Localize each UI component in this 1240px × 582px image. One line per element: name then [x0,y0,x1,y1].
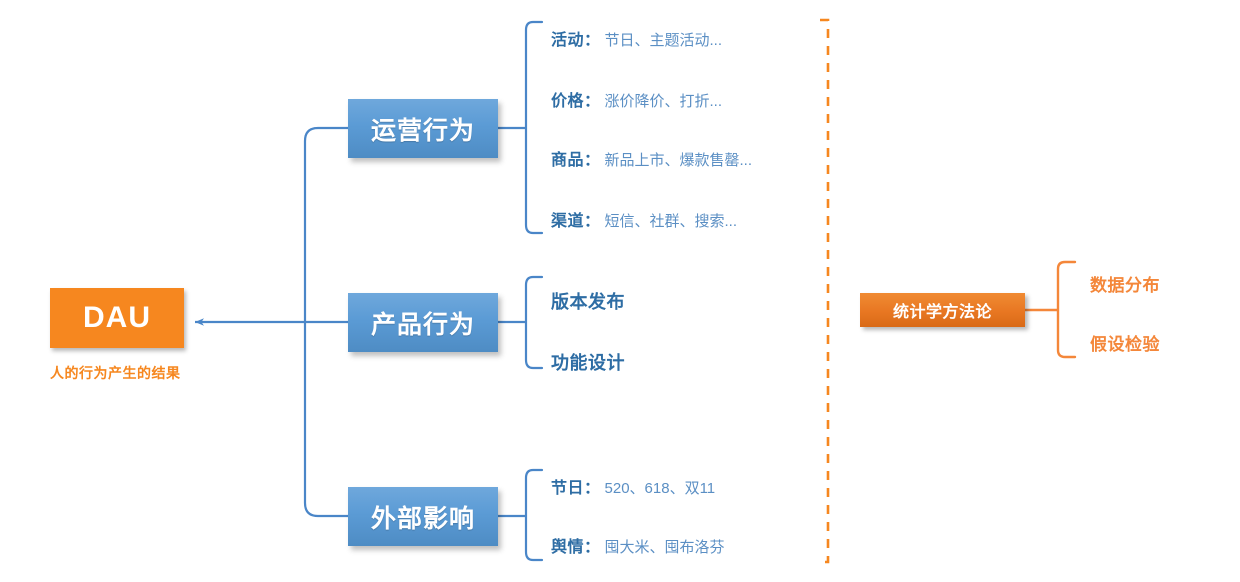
node-branch-product[interactable]: 产品行为 [348,293,498,352]
leaf-value: 短信、社群、搜索... [604,213,738,230]
leaf-key: 渠道： [551,213,601,230]
leaf-value: 新品上市、爆款售罄... [604,152,753,169]
leaf-value: 520、618、双11 [604,480,716,497]
leaf-key: 价格： [551,93,601,110]
leaf-item[interactable]: 价格：涨价降价、打折... [551,94,722,110]
node-branch-external-label: 外部影响 [370,504,475,533]
leaf-item[interactable]: 活动：节日、主题活动... [551,33,722,49]
leaf-item-data-distribution[interactable]: 数据分布 [1090,276,1160,295]
node-dau[interactable]: DAU [50,288,184,348]
leaf-item[interactable]: 功能设计 [551,353,625,373]
leaf-key: 商品： [551,152,601,169]
leaf-item[interactable]: 版本发布 [551,292,625,312]
leaf-item[interactable]: 节日：520、618、双11 [551,481,715,497]
node-branch-external[interactable]: 外部影响 [348,487,498,546]
node-dau-label: DAU [83,301,151,334]
leaf-key: 舆情： [551,539,601,556]
leaf-item[interactable]: 渠道：短信、社群、搜索... [551,214,737,230]
leaf-value: 涨价降价、打折... [604,93,723,110]
node-branch-product-label: 产品行为 [370,310,475,339]
leaf-value: 节日、主题活动... [604,32,723,49]
node-branch-operations[interactable]: 运营行为 [348,99,498,158]
node-branch-operations-label: 运营行为 [370,116,475,145]
leaf-key: 活动： [551,32,601,49]
leaf-value: 囤大米、囤布洛芬 [604,539,725,556]
node-statistics-methodology[interactable]: 统计学方法论 [860,293,1025,327]
leaf-key: 节日： [551,480,601,497]
leaf-item[interactable]: 舆情：囤大米、囤布洛芬 [551,540,725,556]
leaf-item[interactable]: 商品：新品上市、爆款售罄... [551,153,752,169]
leaf-item-hypothesis-testing[interactable]: 假设检验 [1090,335,1160,354]
dau-caption: 人的行为产生的结果 [50,365,181,381]
node-statistics-methodology-label: 统计学方法论 [892,304,992,321]
